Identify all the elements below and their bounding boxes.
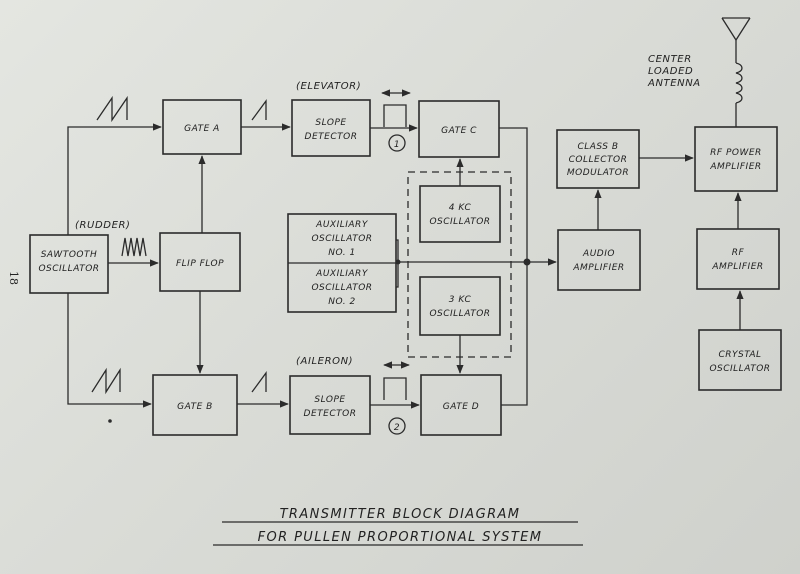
- crystal-oscillator-block: CRYSTAL OSCILLATOR: [698, 329, 782, 391]
- antenna-label-1: CENTER: [648, 54, 692, 65]
- tone-oscillator-group: [407, 171, 512, 358]
- sawtooth-oscillator-block: SAWTOOTH OSCILLATOR: [29, 234, 109, 294]
- audio-amplifier-block: AUDIO AMPLIFIER: [557, 229, 641, 291]
- svg-text:AMPLIFIER: AMPLIFIER: [572, 263, 624, 273]
- gate-d-block: GATE D: [420, 374, 502, 436]
- svg-text:DETECTOR: DETECTOR: [305, 132, 358, 142]
- antenna-label-2: LOADED: [648, 66, 693, 77]
- svg-text:CRYSTAL: CRYSTAL: [718, 350, 761, 360]
- square-pulse-bottom: [383, 377, 407, 400]
- svg-text:GATE B: GATE B: [177, 402, 213, 412]
- svg-text:MODULATOR: MODULATOR: [567, 168, 629, 178]
- svg-text:SLOPE: SLOPE: [314, 395, 345, 405]
- svg-text:AUXILIARY: AUXILIARY: [315, 269, 369, 279]
- svg-text:OSCILLATOR: OSCILLATOR: [429, 309, 490, 319]
- svg-text:SAWTOOTH: SAWTOOTH: [41, 250, 98, 260]
- waveform-sketches: [91, 89, 411, 435]
- oscillator-4kc-block: 4 KC OSCILLATOR: [419, 185, 501, 243]
- gate-c-block: GATE C: [418, 100, 500, 158]
- ramp-wave-bottom: [251, 371, 267, 393]
- svg-text:SLOPE: SLOPE: [315, 118, 346, 128]
- svg-text:COLLECTOR: COLLECTOR: [569, 155, 628, 165]
- svg-text:OSCILLATOR: OSCILLATOR: [311, 234, 372, 244]
- svg-text:CLASS B: CLASS B: [577, 142, 618, 152]
- antenna-label-3: ANTENNA: [647, 78, 701, 89]
- elevator-label: (ELEVATOR): [296, 81, 361, 92]
- caption-line-2: FOR PULLEN PROPORTIONAL SYSTEM: [258, 530, 543, 545]
- gate-a-block: GATE A: [162, 99, 242, 155]
- sawtooth-wave-top: [96, 95, 128, 123]
- pulse-train: [121, 237, 147, 257]
- svg-text:AUDIO: AUDIO: [582, 249, 615, 259]
- page-number: 18: [7, 271, 20, 285]
- flip-flop-block: FLIP FLOP: [159, 232, 241, 292]
- svg-text:4 KC: 4 KC: [449, 203, 472, 213]
- rf-power-amplifier-block: RF POWER AMPLIFIER: [694, 126, 778, 192]
- gate-b-block: GATE B: [152, 374, 238, 436]
- svg-text:3 KC: 3 KC: [449, 295, 472, 305]
- class-b-modulator-block: CLASS B COLLECTOR MODULATOR: [556, 129, 640, 189]
- svg-text:NO. 1: NO. 1: [328, 248, 355, 258]
- svg-text:RF POWER: RF POWER: [710, 148, 762, 158]
- svg-text:GATE A: GATE A: [184, 124, 220, 134]
- svg-text:OSCILLATOR: OSCILLATOR: [38, 264, 99, 274]
- auxiliary-oscillators-block: AUXILIARY OSCILLATOR NO. 1 AUXILIARY OSC…: [287, 213, 397, 313]
- ramp-wave-top: [251, 99, 267, 121]
- svg-text:NO. 2: NO. 2: [328, 297, 355, 307]
- svg-text:DETECTOR: DETECTOR: [304, 409, 357, 419]
- slope-detector-2-block: SLOPE DETECTOR: [289, 375, 371, 435]
- caption-line-1: TRANSMITTER BLOCK DIAGRAM: [280, 507, 521, 522]
- svg-text:AMPLIFIER: AMPLIFIER: [711, 262, 763, 272]
- circle-2-label: 2: [394, 423, 400, 433]
- svg-text:GATE D: GATE D: [443, 402, 479, 412]
- svg-text:GATE C: GATE C: [441, 126, 477, 136]
- svg-text:OSCILLATOR: OSCILLATOR: [429, 217, 490, 227]
- slope-detector-1-block: SLOPE DETECTOR: [291, 99, 371, 157]
- svg-text:OSCILLATOR: OSCILLATOR: [311, 283, 372, 293]
- aileron-label: (AILERON): [296, 356, 353, 367]
- rudder-label: (RUDDER): [75, 220, 131, 231]
- sawtooth-wave-bottom: [91, 367, 121, 395]
- rf-amplifier-block: RF AMPLIFIER: [696, 228, 780, 290]
- oscillator-3kc-block: 3 KC OSCILLATOR: [419, 276, 501, 336]
- svg-text:RF: RF: [732, 248, 745, 258]
- svg-text:FLIP FLOP: FLIP FLOP: [176, 259, 224, 269]
- diagram-caption: TRANSMITTER BLOCK DIAGRAM FOR PULLEN PRO…: [213, 507, 583, 546]
- signal-wires: [67, 17, 751, 409]
- svg-text:OSCILLATOR: OSCILLATOR: [709, 364, 770, 374]
- circle-1-label: 1: [394, 140, 400, 150]
- svg-text:AUXILIARY: AUXILIARY: [315, 220, 369, 230]
- svg-text:AMPLIFIER: AMPLIFIER: [709, 162, 761, 172]
- square-pulse-top: [383, 104, 407, 127]
